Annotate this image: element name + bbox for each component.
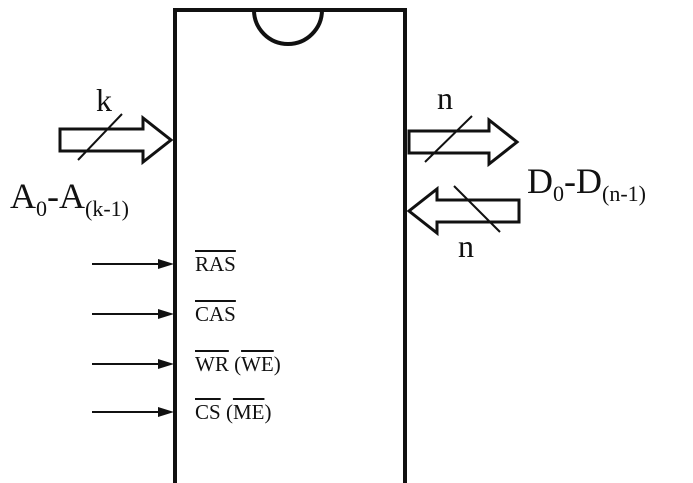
data-bus-last-index: (n-1) bbox=[602, 181, 646, 206]
address-bus-prefix: A bbox=[10, 176, 36, 216]
pin-label-ras: RAS bbox=[195, 254, 236, 275]
data-bus-first-index: 0 bbox=[553, 181, 564, 206]
pin-label-cas: CAS bbox=[195, 304, 236, 325]
pin-alt-name-we: WE bbox=[241, 352, 274, 376]
data-in-arrow bbox=[406, 185, 521, 237]
pin-name-ras: RAS bbox=[195, 252, 236, 276]
address-bus-arrow bbox=[58, 114, 174, 166]
address-bus-separator: -A bbox=[47, 176, 85, 216]
chip-body-outline bbox=[173, 8, 407, 483]
control-arrow-wr bbox=[92, 359, 174, 369]
address-bus-last-index: (k-1) bbox=[85, 196, 129, 221]
pin-label-wr: WR (WE) bbox=[195, 354, 281, 375]
control-arrow-ras bbox=[92, 259, 174, 269]
data-out-slash bbox=[424, 115, 473, 163]
chip-notch bbox=[252, 9, 324, 46]
pin-alt-close-wr: ) bbox=[273, 352, 281, 376]
data-out-arrow bbox=[407, 116, 520, 168]
pin-name-cas: CAS bbox=[195, 302, 236, 326]
pin-alt-open-wr: ( bbox=[228, 352, 242, 376]
control-arrow-cs bbox=[92, 407, 174, 417]
pin-alt-open-cs: ( bbox=[220, 400, 233, 424]
pin-alt-close-cs: ) bbox=[264, 400, 272, 424]
data-bus-separator: -D bbox=[564, 161, 602, 201]
data-in-width-label: n bbox=[458, 228, 474, 264]
address-bus-width-label: k bbox=[96, 82, 112, 118]
data-bus-label: D0-D(n-1) bbox=[527, 161, 646, 205]
control-arrow-cas bbox=[92, 309, 174, 319]
pin-name-cs: CS bbox=[195, 400, 221, 424]
data-in-slash bbox=[453, 185, 501, 233]
data-out-width-label: n bbox=[437, 80, 453, 116]
address-bus-first-index: 0 bbox=[36, 196, 47, 221]
address-bus-slash bbox=[77, 113, 123, 161]
data-bus-prefix: D bbox=[527, 161, 553, 201]
address-bus-label: A0-A(k-1) bbox=[10, 176, 129, 220]
pin-name-wr: WR bbox=[195, 352, 229, 376]
pin-label-cs: CS (ME) bbox=[195, 402, 271, 423]
pin-alt-name-me: ME bbox=[232, 400, 265, 424]
